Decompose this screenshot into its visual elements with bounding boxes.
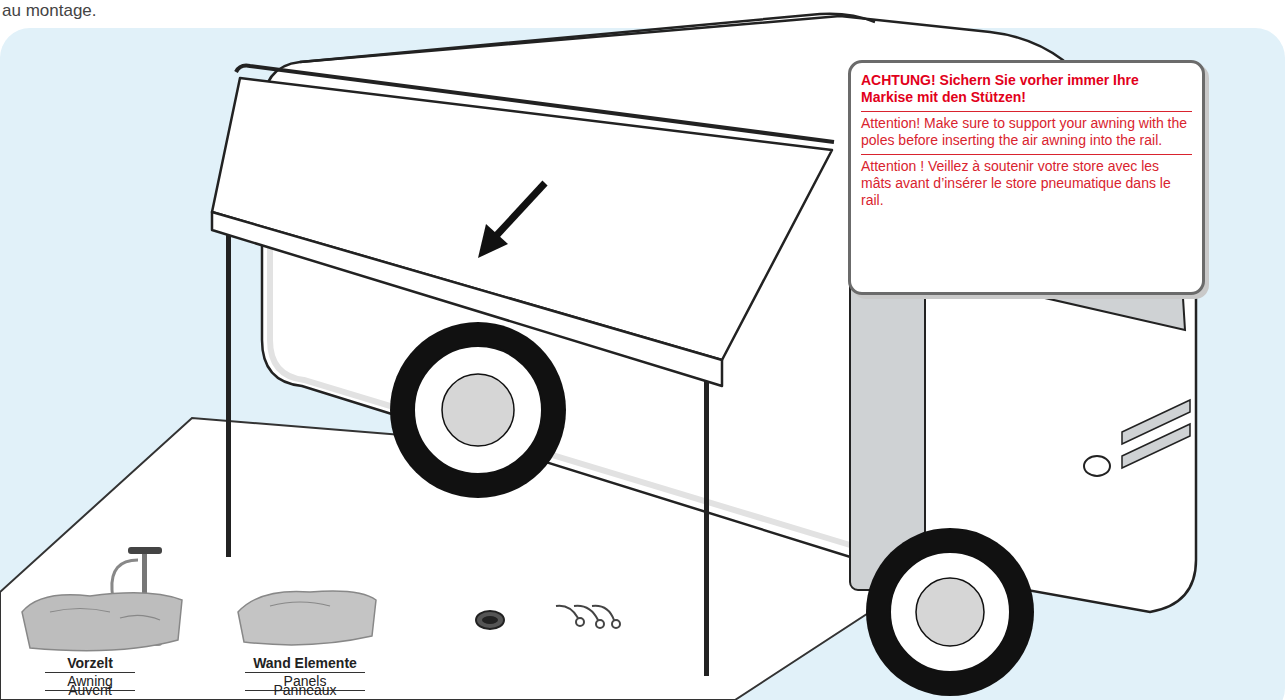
awning-front-bar [212,212,722,386]
rear-wheel-hub [442,374,514,446]
peg [592,606,614,620]
awning-bag [22,593,182,651]
rear-wheel-rim [414,346,542,474]
peg-head [596,620,604,628]
warning-heading: ACHTUNG! Sichern Sie vorher immer Ihre M… [861,69,1192,112]
page-text: au montage. [2,1,97,21]
support-pole [704,378,709,676]
arrow-head [478,224,508,258]
part-label: Panneaux [245,682,365,699]
front-wheel-hub [916,578,984,646]
pump-handle [128,547,162,554]
rope-coil [476,611,504,629]
peg-heads [576,618,620,628]
direction-arrow [496,183,545,236]
peg [556,606,578,618]
rear-wheel [390,322,566,498]
part-label: Auvent [45,682,135,699]
warning-text: Attention ! Veillez à soutenir votre sto… [861,155,1192,214]
peg-head [612,620,620,628]
bag-fold [270,602,330,606]
headlight [1084,456,1110,476]
warning-callout: ACHTUNG! Sichern Sie vorher immer Ihre M… [848,60,1205,295]
roof-line [300,14,875,62]
bag-fold [50,609,160,621]
awning-cassette [236,66,834,142]
support-pole [226,222,231,557]
grille [1122,424,1190,468]
panels-bag [238,591,376,645]
tent-pegs [556,606,614,620]
peg-head [576,618,584,626]
front-wheel-rim [890,552,1010,672]
rope-coil [482,616,498,624]
front-wheel [866,528,1034,696]
part-label: Vorzelt [45,655,135,673]
part-label: Wand Elemente [245,655,365,673]
warning-text: Attention! Make sure to support your awn… [861,112,1192,155]
